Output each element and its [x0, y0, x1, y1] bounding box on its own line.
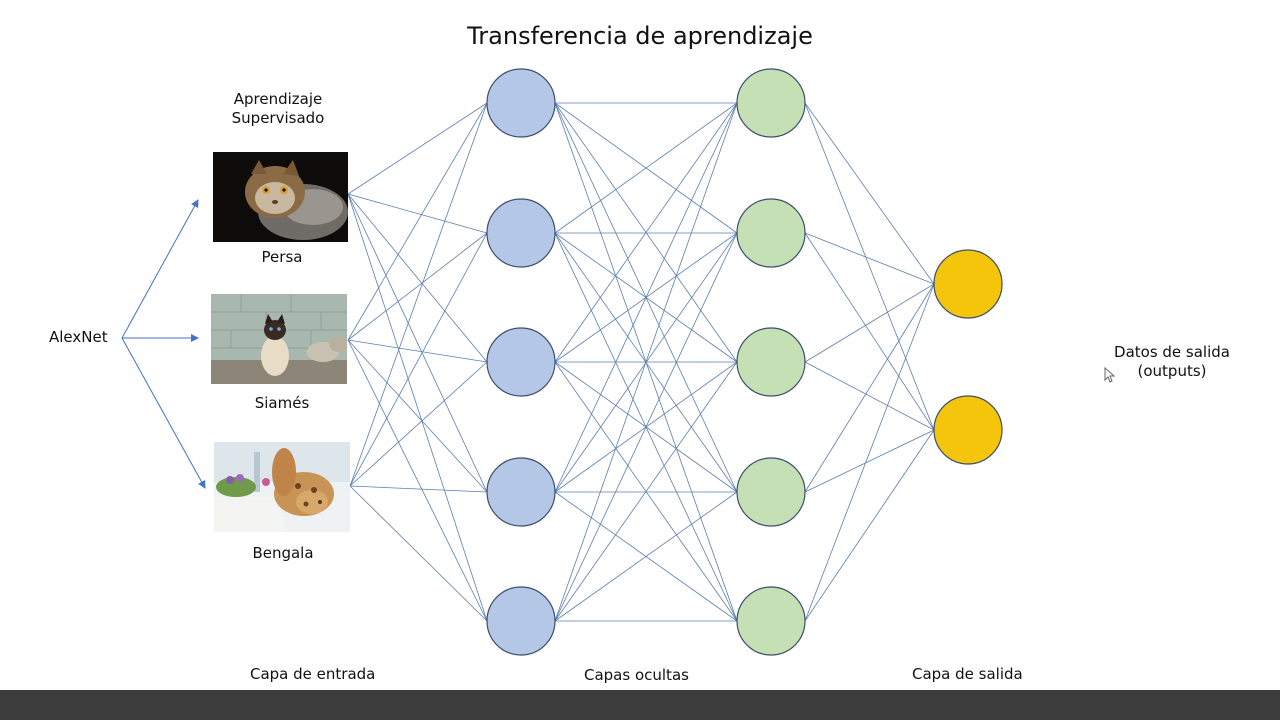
hidden1-node-5 [486, 586, 556, 656]
edge [804, 283, 935, 493]
edge [554, 102, 738, 493]
edge [804, 283, 935, 622]
edge [347, 102, 488, 195]
edge [554, 232, 738, 622]
example-label-persa: Persa [261, 248, 303, 266]
hidden1-node-3 [486, 327, 556, 397]
hidden2-node-1 [736, 68, 806, 138]
mouse-cursor-icon [1104, 366, 1116, 387]
hidden2-node-2 [736, 198, 806, 268]
neural-network-diagram [121, 68, 1003, 656]
edge [349, 232, 488, 487]
edge [804, 232, 935, 431]
edge [804, 283, 935, 363]
arrow-to-example-3 [121, 337, 206, 489]
hidden2-node-3 [736, 327, 806, 397]
edge [347, 339, 488, 622]
edge [347, 193, 488, 622]
bengal-cat-photo [214, 442, 350, 532]
example-label-bengala: Bengala [252, 544, 314, 562]
edge [347, 339, 488, 493]
output-node-2 [933, 395, 1003, 465]
siamese-cat-photo [211, 294, 347, 384]
edge [804, 361, 935, 431]
edge [804, 102, 935, 285]
edge [347, 193, 488, 363]
edge [349, 485, 488, 622]
edge [349, 102, 488, 487]
alexnet-label: AlexNet [49, 328, 108, 346]
hidden1-node-1 [486, 68, 556, 138]
edge [554, 102, 738, 622]
edge [347, 193, 488, 234]
persian-cat-photo [213, 152, 348, 242]
edge [804, 232, 935, 285]
hidden2-node-4 [736, 457, 806, 527]
output-node-1 [933, 249, 1003, 319]
input-layer-label: Capa de entrada [250, 665, 376, 683]
edge [347, 339, 488, 363]
edge [804, 429, 935, 622]
output-layer-label: Capa de salida [912, 665, 1023, 683]
edge [554, 491, 738, 622]
hidden-layers-label: Capas ocultas [584, 666, 689, 684]
arrow-to-example-1 [121, 199, 199, 339]
hidden1-node-4 [486, 457, 556, 527]
edge [349, 361, 488, 487]
edge [804, 102, 935, 431]
hidden1-node-2 [486, 198, 556, 268]
diagram-title: Transferencia de aprendizaje [467, 22, 813, 50]
example-label-siames: Siamés [254, 394, 310, 412]
edge [554, 102, 738, 234]
footer-bar [0, 690, 1280, 720]
edge [804, 429, 935, 493]
edge [554, 361, 738, 622]
supervised-learning-label: Aprendizaje Supervisado [231, 90, 325, 127]
hidden2-node-5 [736, 586, 806, 656]
edge [347, 193, 488, 493]
edge [347, 232, 488, 341]
edge [347, 102, 488, 341]
outputs-label: Datos de salida (outputs) [1114, 343, 1230, 380]
edge [349, 485, 488, 493]
edge [554, 102, 738, 363]
